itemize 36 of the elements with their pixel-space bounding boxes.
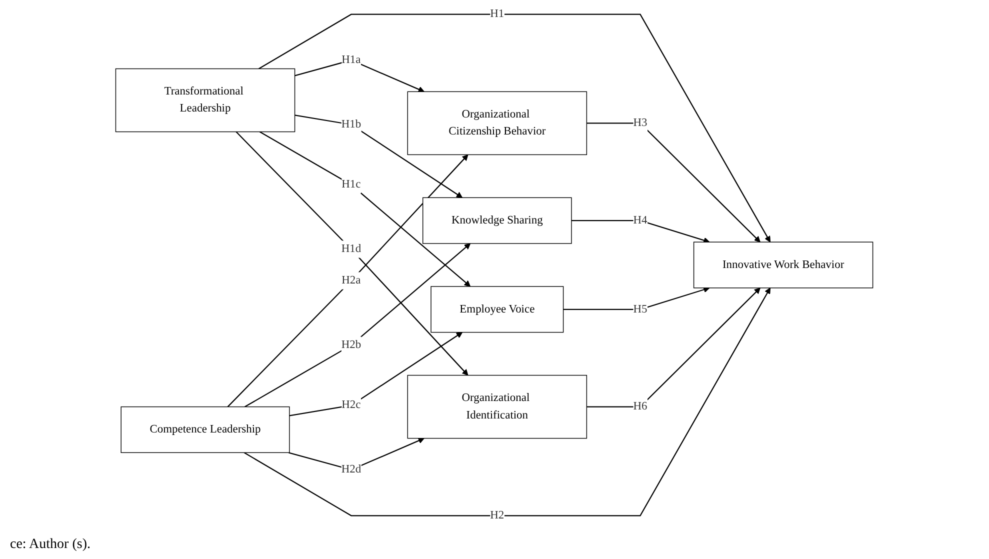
arrow xyxy=(236,131,468,376)
edge-label: H2d xyxy=(342,463,362,476)
edge-label: H1d xyxy=(342,242,362,255)
node-box: Organizational Identification xyxy=(408,374,588,439)
edge-label: H5 xyxy=(633,302,648,316)
arrow xyxy=(260,131,471,287)
edge-label: H1a xyxy=(342,54,361,66)
arrow xyxy=(564,286,710,310)
edge-label: H1c xyxy=(342,178,361,191)
arrow xyxy=(244,288,771,516)
edge-label: H4 xyxy=(633,214,648,226)
edge-label: H2b xyxy=(342,338,362,351)
node-box: Competence Leadership xyxy=(120,406,290,453)
source-note: ce: Author (s). xyxy=(10,537,90,553)
node-box: Organizational Citizenship Behavior xyxy=(408,91,588,156)
edge-label: H2 xyxy=(490,509,504,522)
edge-label: H1 xyxy=(490,8,504,20)
arrow xyxy=(290,332,463,416)
arrow xyxy=(294,114,463,198)
arrow xyxy=(572,220,710,244)
arrow xyxy=(294,60,425,92)
arrow xyxy=(586,122,761,242)
node-box: Knowledge Sharing xyxy=(422,197,572,244)
edge-label: H6 xyxy=(633,400,648,413)
edge-label: H2a xyxy=(342,274,361,286)
node-box: Employee Voice xyxy=(430,286,564,333)
node-box: Innovative Work Behavior xyxy=(694,242,874,288)
node-box: Transformational Leadership xyxy=(116,68,296,132)
arrow xyxy=(586,288,761,408)
edge-label: H2c xyxy=(342,398,361,412)
arrow xyxy=(228,154,468,408)
edge-label: H3 xyxy=(633,116,648,129)
arrow xyxy=(258,14,771,242)
edge-label: H1b xyxy=(342,118,362,130)
arrow xyxy=(244,243,471,408)
arrow xyxy=(288,438,425,470)
